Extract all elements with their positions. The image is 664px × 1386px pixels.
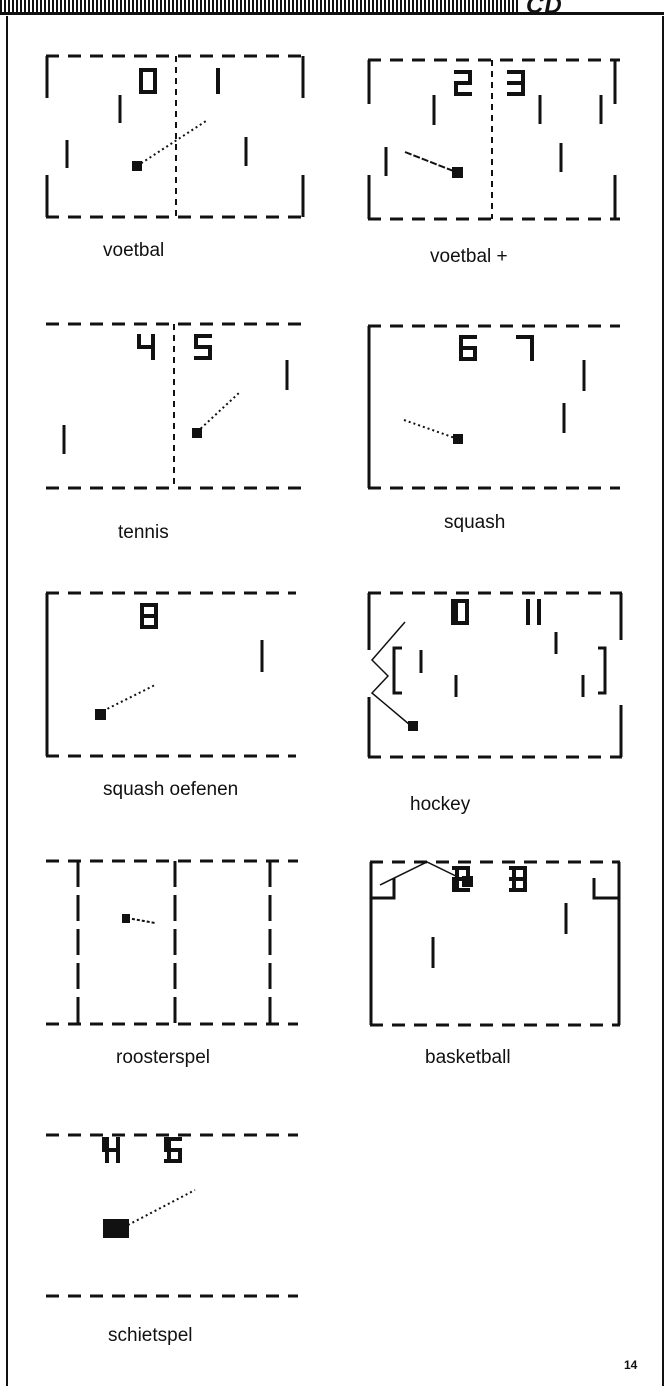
score-left [139,336,153,358]
game-label: voetbal [103,240,164,261]
diagram-voetbal-plus: voetbal + [368,60,620,267]
basket-right [594,878,619,898]
ball [452,167,463,178]
ball-trail [137,121,206,166]
score-left [141,70,155,92]
score-left [456,72,470,94]
ball-trail [103,685,155,711]
game-label: hockey [410,794,471,815]
score-left [142,605,156,627]
ball [453,434,463,444]
game-label: basketball [425,1047,511,1068]
target [103,1219,129,1238]
ball [132,161,142,171]
diagram-squash-oefenen: squash oefenen [46,593,296,800]
diagram-roosterspel: roosterspel [46,861,298,1068]
game-label: voetbal + [430,246,508,267]
goal-left [394,648,402,693]
score-digits [104,70,539,1161]
ball [408,721,418,731]
ball-trail [128,1190,195,1225]
score-right [518,337,532,359]
ball [192,428,202,438]
game-label: roosterspel [116,1047,210,1068]
diagram-squash: squash [368,326,620,533]
basket-left [371,878,394,898]
diagram-voetbal: voetbal [46,56,305,261]
score-left [461,337,475,359]
diagram-schietspel: schietspel [46,1135,298,1346]
ball-trail [372,622,410,725]
ball-trail [404,420,455,438]
ball-trail [405,152,456,172]
score-right [196,336,210,358]
diagram-hockey: hockey [368,593,622,815]
diagram-basketball: basketball [370,862,620,1068]
page-number: 14 [624,1358,638,1372]
goal-right [598,648,605,693]
game-label: squash [444,512,505,533]
diagram-tennis: tennis [46,324,306,543]
game-label: tennis [118,522,169,543]
ball-trail [197,392,240,432]
ball [95,709,106,720]
game-label: squash oefenen [103,779,238,800]
ball [122,914,130,923]
game-label: schietspel [108,1325,193,1346]
ball-trail [127,918,155,923]
score-right [509,72,523,94]
